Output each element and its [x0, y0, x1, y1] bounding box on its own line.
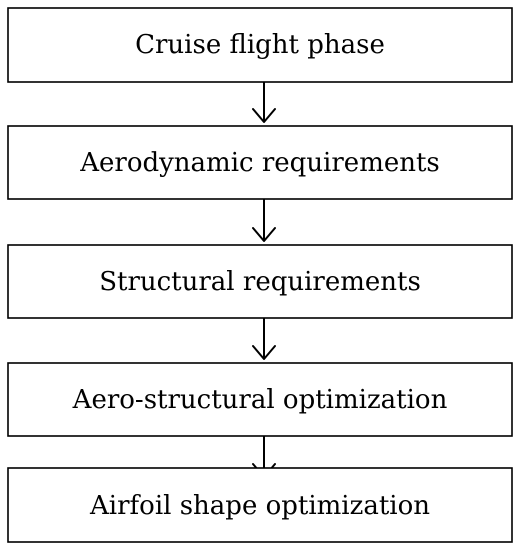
flow-box-cruise-flight-phase	[7, 7, 513, 83]
flow-label-cruise-flight-phase: Cruise flight phase	[135, 30, 385, 60]
flow-box-aero-structural-optimization	[7, 362, 513, 437]
flow-box-airfoil-shape-optimization	[7, 467, 513, 543]
flow-step-aero-structural-optimization: Aero-structural optimization	[7, 362, 513, 437]
flow-box-aerodynamic-requirements	[7, 125, 513, 200]
flow-arrow-3	[252, 318, 276, 360]
flow-label-airfoil-shape-optimization: Airfoil shape optimization	[89, 491, 430, 521]
flow-label-structural-requirements: Structural requirements	[99, 267, 421, 297]
flow-box-structural-requirements	[7, 244, 513, 319]
flow-label-aero-structural-optimization: Aero-structural optimization	[72, 385, 448, 415]
flow-arrow-2	[252, 199, 276, 242]
flow-step-airfoil-shape-optimization: Airfoil shape optimization	[7, 467, 513, 543]
flow-step-aerodynamic-requirements: Aerodynamic requirements	[7, 125, 513, 200]
flow-step-structural-requirements: Structural requirements	[7, 244, 513, 319]
flow-step-cruise-flight-phase: Cruise flight phase	[7, 7, 513, 83]
flow-arrow-1	[252, 82, 276, 123]
flow-label-aerodynamic-requirements: Aerodynamic requirements	[79, 148, 440, 178]
